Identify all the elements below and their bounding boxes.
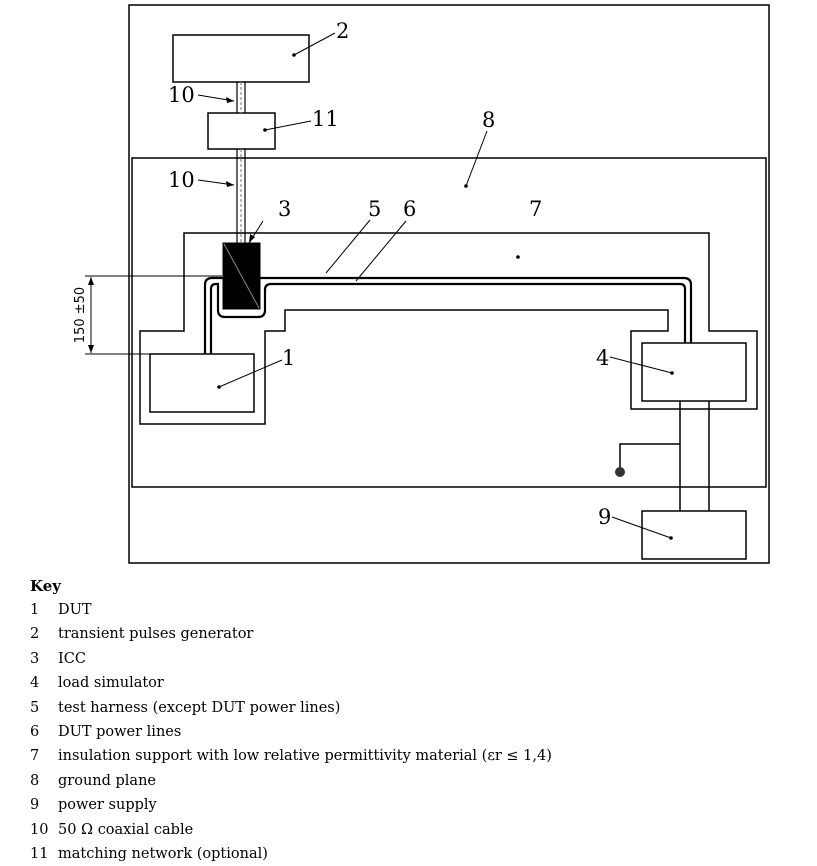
dut-box [149, 353, 255, 413]
callout-10-upper: 10 [168, 83, 195, 107]
key-item: 10 50 Ω coaxial cable [30, 818, 810, 842]
key-item: 3 ICC [30, 647, 810, 671]
leader-lines [197, 32, 673, 539]
key-item: 1 DUT [30, 598, 810, 622]
key-item-number: 5 [30, 699, 40, 716]
key-item-text: ICC [58, 650, 86, 667]
key-item: 7 insulation support with low relative pe… [30, 744, 810, 768]
key-item-text: 50 Ω coaxial cable [58, 821, 194, 838]
key-item-text: DUT [58, 602, 92, 618]
callout-8: 8 [482, 108, 495, 132]
key-item: 4 load simulator [30, 671, 810, 695]
key-item: 9 power supply [30, 793, 810, 817]
test-setup-diagram: 150 ±50 2 10 11 8 10 3 5 6 7 1 4 9 [73, 4, 770, 564]
ground-plane [131, 157, 767, 488]
callout-4: 4 [596, 346, 609, 370]
key-item-text: DUT power lines [58, 723, 182, 740]
key-item: 2 transient pulses generator [30, 622, 810, 646]
key-item-number: 6 [30, 723, 40, 740]
callout-2: 2 [336, 19, 349, 43]
ground-point [615, 467, 625, 477]
load-simulator-box [641, 342, 747, 402]
key-item-number: 2 [30, 626, 40, 643]
callout-5: 5 [368, 197, 381, 221]
callout-6: 6 [403, 197, 416, 221]
key-item-number: 10 [30, 821, 49, 838]
callout-7: 7 [529, 197, 542, 221]
key-item-number: 3 [30, 650, 40, 667]
key-item: 5 test harness (except DUT power lines) [30, 696, 810, 720]
insulation-support [139, 232, 758, 425]
transient-pulses-generator [172, 34, 310, 83]
callout-10-lower: 10 [168, 168, 195, 192]
key-list: 1 DUT 2 transient pulses generator 3 ICC 4 load… [30, 598, 810, 866]
callout-11: 11 [312, 107, 339, 131]
key-item-text: load simulator [58, 675, 164, 692]
key-item-text: transient pulses generator [58, 626, 254, 643]
outer-frame [128, 4, 770, 564]
key-item-text: ground plane [58, 772, 156, 789]
key-item-number: 4 [30, 675, 40, 692]
dimension-label: 150 ±50 [73, 287, 88, 343]
key-item-number: 8 [30, 772, 40, 789]
key-item-text: test harness (except DUT power lines) [58, 699, 341, 716]
key-item: 6 DUT power lines [30, 720, 810, 744]
callout-1: 1 [282, 346, 295, 370]
key-title: Key [30, 577, 61, 595]
key-item-number: 1 [30, 602, 40, 618]
key-item-number: 7 [30, 748, 40, 765]
dut-power-lines [209, 282, 687, 354]
coaxial-cable-upper [236, 82, 246, 113]
key-item-text: matching network (optional) [58, 845, 268, 862]
key-item-text: power supply [58, 797, 157, 814]
key-item: 11 matching network (optional) [30, 842, 810, 866]
test-harness [203, 276, 693, 354]
leader-dots [217, 53, 674, 540]
key-item-number: 11 [30, 845, 49, 862]
power-supply-box [641, 510, 747, 560]
key-item-number: 9 [30, 797, 40, 814]
key-item-text: insulation support with low relative per… [58, 748, 552, 765]
key-item: 8 ground plane [30, 769, 810, 793]
key-legend: Key 1 DUT 2 transient pulses generator 3 ICC 4… [30, 574, 810, 866]
coaxial-cable-lower [236, 149, 246, 243]
callout-9: 9 [598, 505, 611, 529]
ground-connection [619, 443, 680, 471]
callout-3: 3 [278, 197, 291, 221]
